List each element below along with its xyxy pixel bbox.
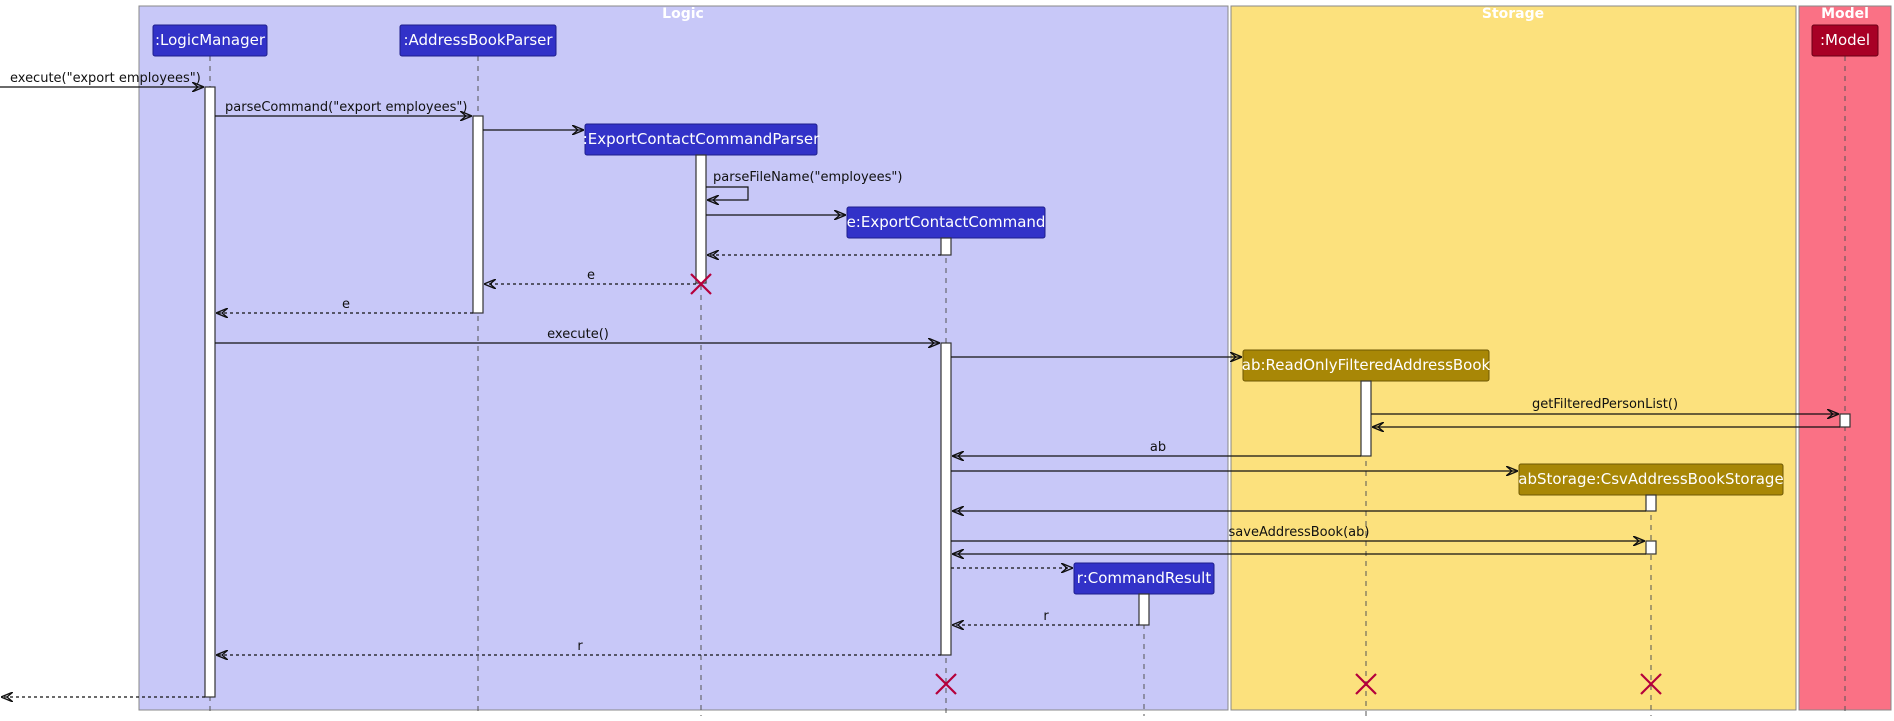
- participant-export-contact-command-parser: :ExportContactCommandParser: [583, 123, 820, 156]
- activation-export-contact-command-execute: [940, 342, 952, 656]
- arrow-parse-file-name: [706, 186, 749, 200]
- label-return-r: r: [1043, 609, 1049, 624]
- svg-text:e:ExportContactCommand: e:ExportContactCommand: [847, 213, 1046, 231]
- activation-address-book-parser: [472, 115, 484, 314]
- activation-command-result: [1138, 593, 1150, 626]
- svg-text:ab:ReadOnlyFilteredAddressBook: ab:ReadOnlyFilteredAddressBook: [1242, 356, 1491, 374]
- activation-read-only-filtered-address-book: [1360, 380, 1372, 457]
- svg-text::Model: :Model: [1820, 31, 1870, 49]
- activation-model: [1839, 413, 1851, 428]
- model-box-title: Model: [1821, 6, 1869, 22]
- label-return-e-parser: e: [587, 268, 595, 283]
- label-return-e-logic: e: [342, 297, 350, 312]
- activation-export-contact-command-init: [940, 237, 952, 256]
- destroy-export-contact-command: [935, 673, 957, 695]
- participant-command-result: r:CommandResult: [1073, 562, 1215, 595]
- participant-address-book-parser: :AddressBookParser: [399, 24, 557, 57]
- label-execute-export: execute("export employees"): [10, 71, 201, 86]
- destroy-read-only-filtered-address-book: [1355, 673, 1377, 695]
- svg-text::ExportContactCommandParser: :ExportContactCommandParser: [583, 130, 820, 148]
- destroy-csv-address-book-storage: [1640, 673, 1662, 695]
- activation-csv-storage-save: [1645, 540, 1657, 555]
- activation-export-contact-command-parser: [695, 154, 707, 284]
- label-parse-file-name: parseFileName("employees"): [713, 170, 902, 185]
- activation-logic-manager: [204, 86, 216, 698]
- svg-text:abStorage:CsvAddressBookStorag: abStorage:CsvAddressBookStorage: [1518, 470, 1783, 488]
- destroy-export-contact-command-parser: [690, 273, 712, 295]
- label-save-address-book: saveAddressBook(ab): [1229, 525, 1370, 540]
- participant-logic-manager: :LogicManager: [152, 24, 268, 57]
- logic-box: [138, 5, 1229, 711]
- participant-csv-address-book-storage: abStorage:CsvAddressBookStorage: [1518, 463, 1784, 496]
- svg-text::AddressBookParser: :AddressBookParser: [403, 31, 553, 49]
- label-parse-command: parseCommand("export employees"): [225, 100, 467, 115]
- activation-csv-storage-init: [1645, 494, 1657, 512]
- svg-text::LogicManager: :LogicManager: [155, 31, 266, 49]
- label-return-r-final: r: [577, 639, 583, 654]
- svg-text:r:CommandResult: r:CommandResult: [1077, 569, 1212, 587]
- label-return-ab: ab: [1150, 440, 1166, 455]
- label-execute: execute(): [547, 327, 609, 342]
- participant-read-only-filtered-address-book: ab:ReadOnlyFilteredAddressBook: [1242, 349, 1491, 382]
- label-get-filtered-person-list: getFilteredPersonList(): [1532, 397, 1678, 412]
- participant-model: :Model: [1811, 24, 1879, 57]
- storage-box-title: Storage: [1482, 6, 1544, 22]
- participant-export-contact-command: e:ExportContactCommand: [846, 206, 1046, 239]
- logic-box-title: Logic: [662, 6, 704, 22]
